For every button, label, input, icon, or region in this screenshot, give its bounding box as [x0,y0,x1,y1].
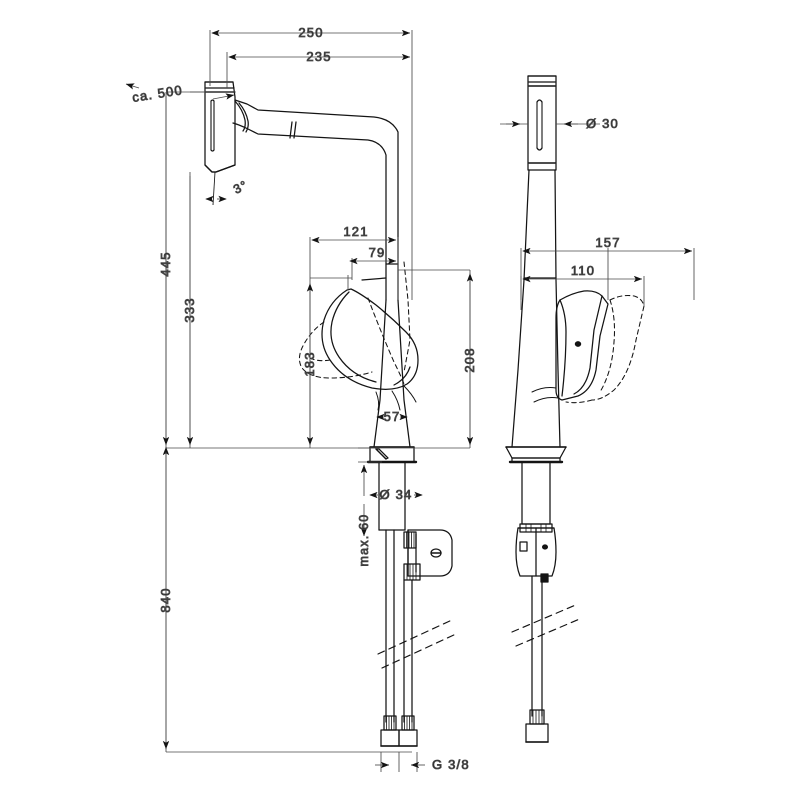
front-view-spout-arm [232,99,399,301]
front-view-supply-hoses [377,529,457,747]
side-view-mounting-shank [521,461,551,525]
dimension-label-183: 183 [302,351,317,376]
dimension-label-840: 840 [158,587,173,612]
side-view-body-column [511,169,561,448]
side-view-valve-block [515,523,557,583]
side-view-supply-hose [511,575,583,743]
dimension-ca500 [125,83,235,100]
dimension-label-110: 110 [571,263,595,278]
front-view-valve-block [403,529,453,581]
dimension-label-445: 445 [158,251,173,276]
dimension-label-max60: max. 60 [357,514,371,567]
witness-lines [165,30,695,772]
side-view-lever-handle [555,290,645,404]
front-view-base-flange [366,446,418,464]
dimension-label-333: 333 [182,297,197,322]
dimension-label-250: 250 [298,25,323,40]
front-view-mounting-shank [378,461,406,531]
dimension-label-57: 57 [384,409,401,424]
dimension-label-ca500: ca. 500 [131,82,184,105]
side-view-spray-head [527,75,557,171]
dimension-label-g38: G 3/8 [432,757,470,772]
dimension-label-79: 79 [369,245,386,260]
dimension-label-121: 121 [343,224,368,239]
dimension-angle-3 [205,171,227,206]
dimension-label-d34: Ø 34 [380,487,413,502]
dimension-label-208: 208 [462,347,477,372]
dimension-label-angle3: 3° [231,178,250,197]
dimension-label-157: 157 [595,235,620,250]
dimension-label-235: 235 [306,49,331,64]
side-view-base-flange [505,446,567,464]
dimension-label-d30: Ø 30 [586,116,619,131]
